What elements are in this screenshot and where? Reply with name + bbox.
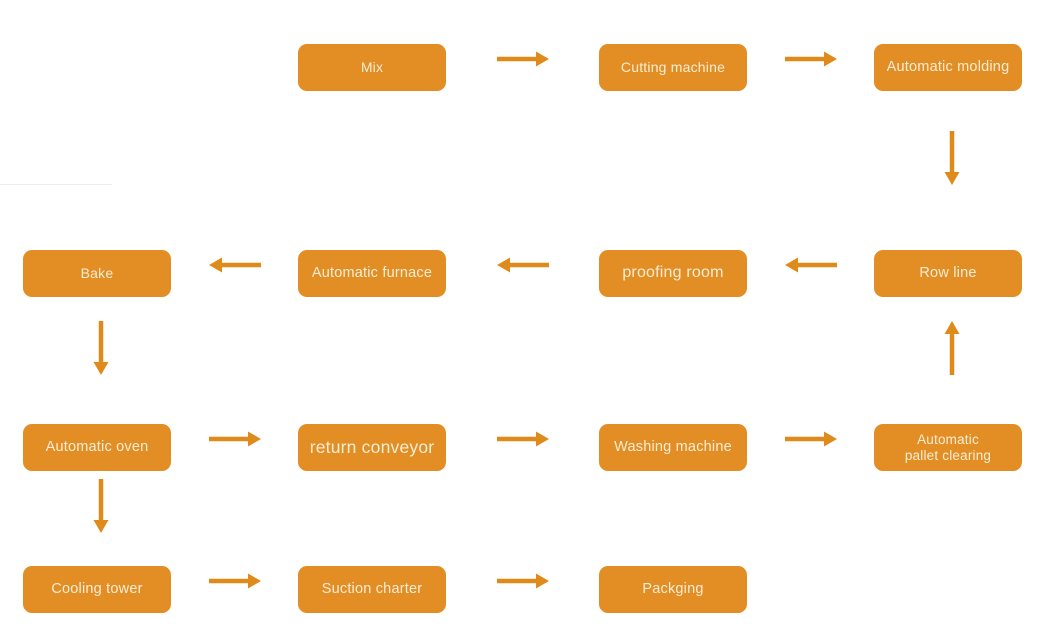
node-label: Cooling tower <box>51 581 143 598</box>
node-return-conveyor: return conveyor <box>298 424 446 471</box>
node-label: Row line <box>919 265 977 282</box>
arrow-automatic-pallet-clearing-to-row-line <box>943 320 961 375</box>
node-label: Bake <box>80 265 114 282</box>
node-row-line: Row line <box>874 250 1022 297</box>
arrow-suction-charter-to-packging <box>496 572 549 590</box>
node-suction-charter: Suction charter <box>298 566 446 613</box>
node-mix: Mix <box>298 44 446 91</box>
node-cutting-machine: Cutting machine <box>599 44 747 91</box>
arrow-mix-to-cutting-machine <box>496 50 549 68</box>
arrow-automatic-oven-to-return-conveyor <box>208 430 261 448</box>
arrow-cooling-tower-to-suction-charter <box>208 572 261 590</box>
arrow-automatic-oven-to-cooling-tower <box>92 478 110 533</box>
node-label: Washing machine <box>614 439 732 456</box>
node-proofing-room: proofing room <box>599 250 747 297</box>
arrow-proofing-room-to-automatic-furnace <box>496 256 549 274</box>
node-label: return conveyor <box>309 437 435 458</box>
node-bake: Bake <box>23 250 171 297</box>
node-label: Automatic molding <box>886 59 1010 76</box>
arrow-washing-machine-to-automatic-pallet-clearing <box>784 430 837 448</box>
node-label: Suction charter <box>321 581 423 598</box>
arrow-cutting-machine-to-automatic-molding <box>784 50 837 68</box>
arrow-bake-to-automatic-oven <box>92 320 110 375</box>
node-label: Automatic furnace <box>311 265 433 282</box>
node-automatic-furnace: Automatic furnace <box>298 250 446 297</box>
node-label: Automatic pallet clearing <box>904 431 992 463</box>
arrow-row-line-to-proofing-room <box>784 256 837 274</box>
node-label: Packging <box>642 581 704 598</box>
faint-artifact-line <box>0 184 112 185</box>
node-washing-machine: Washing machine <box>599 424 747 471</box>
node-label: proofing room <box>622 264 724 282</box>
node-automatic-molding: Automatic molding <box>874 44 1022 91</box>
arrow-automatic-furnace-to-bake <box>208 256 261 274</box>
node-label: Automatic oven <box>45 439 149 456</box>
node-label: Cutting machine <box>620 59 726 76</box>
node-label: Mix <box>360 59 384 76</box>
node-packging: Packging <box>599 566 747 613</box>
node-automatic-oven: Automatic oven <box>23 424 171 471</box>
arrow-return-conveyor-to-washing-machine <box>496 430 549 448</box>
node-automatic-pallet-clearing: Automatic pallet clearing <box>874 424 1022 471</box>
node-cooling-tower: Cooling tower <box>23 566 171 613</box>
arrow-automatic-molding-to-row-line <box>943 130 961 185</box>
